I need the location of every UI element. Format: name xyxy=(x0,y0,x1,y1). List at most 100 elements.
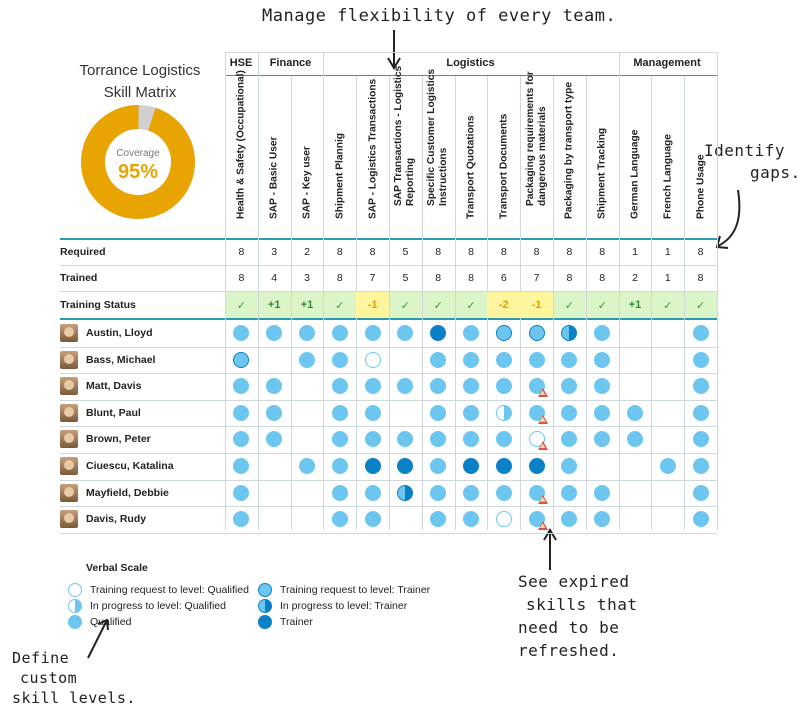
qualified-icon[interactable] xyxy=(266,431,283,448)
qualified-icon[interactable] xyxy=(594,325,611,341)
skill-header[interactable]: French Language xyxy=(651,80,684,230)
qualified-icon[interactable] xyxy=(594,484,611,501)
trainer-icon[interactable] xyxy=(397,458,414,474)
qualified-icon[interactable] xyxy=(430,458,447,474)
qualified-icon[interactable] xyxy=(463,404,479,421)
qualified-icon[interactable] xyxy=(397,325,414,341)
trainer-icon[interactable] xyxy=(463,458,479,474)
qualified-icon[interactable] xyxy=(331,511,348,528)
skill-header[interactable]: Health & Safety (Occupational) xyxy=(225,70,258,230)
person-row[interactable]: Davis, Rudy xyxy=(60,508,146,530)
qualified-icon[interactable] xyxy=(331,378,348,395)
skill-header[interactable]: Packaging requirements for dangerous mat… xyxy=(520,71,553,230)
qualified-icon[interactable] xyxy=(463,511,479,528)
qualified-icon[interactable] xyxy=(692,511,709,528)
qualified-icon[interactable] xyxy=(692,404,709,421)
qualified-icon[interactable] xyxy=(364,431,381,448)
qualified-icon[interactable] xyxy=(659,458,676,474)
skill-header[interactable]: SAP - Basic User xyxy=(258,80,291,230)
qualified-icon[interactable] xyxy=(430,378,447,395)
qualified-icon[interactable] xyxy=(430,431,447,448)
qualified-icon[interactable] xyxy=(233,325,250,341)
trainer-icon[interactable] xyxy=(364,458,381,474)
qualified-icon[interactable] xyxy=(594,511,611,528)
qualified-icon[interactable] xyxy=(430,351,447,368)
qualified-icon[interactable] xyxy=(528,351,545,368)
qualified-icon[interactable] xyxy=(233,484,250,501)
skill-header[interactable]: Packaging by transport type xyxy=(553,80,586,230)
qualified-icon[interactable] xyxy=(364,404,381,421)
qualified-icon[interactable] xyxy=(233,404,250,421)
skill-header[interactable]: Transport Documents xyxy=(487,80,520,230)
qualified-icon[interactable] xyxy=(692,484,709,501)
qualified-icon[interactable] xyxy=(397,431,414,448)
person-row[interactable]: Mayfield, Debbie xyxy=(60,482,169,504)
skill-header[interactable]: SAP - Logistics Transactions xyxy=(356,79,389,230)
progress-trainer-icon[interactable] xyxy=(397,484,414,501)
qualified-icon[interactable] xyxy=(561,404,578,421)
skill-header[interactable]: Phone Usage xyxy=(684,80,717,230)
qualified-icon[interactable] xyxy=(299,351,315,368)
skill-header[interactable]: SAP Transactions - Logistics Reporting xyxy=(389,66,422,230)
qualified-icon[interactable] xyxy=(594,378,611,395)
request-qualified-icon[interactable] xyxy=(364,351,381,368)
qualified-icon[interactable] xyxy=(463,431,479,448)
progress-qualified-icon[interactable] xyxy=(495,404,512,421)
skill-header[interactable]: Specific Customer Logistics Instructions xyxy=(422,69,455,230)
request-trainer-icon[interactable] xyxy=(233,351,250,368)
request-trainer-icon[interactable] xyxy=(495,325,512,341)
qualified-icon[interactable] xyxy=(331,484,348,501)
qualified-icon[interactable] xyxy=(627,404,643,421)
qualified-icon[interactable] xyxy=(233,431,250,448)
qualified-icon[interactable] xyxy=(299,458,315,474)
qualified-icon[interactable] xyxy=(331,325,348,341)
qualified-icon[interactable] xyxy=(561,458,578,474)
qualified-icon[interactable] xyxy=(627,431,643,448)
person-row[interactable]: Austin, Lloyd xyxy=(60,322,153,344)
progress-trainer-icon[interactable] xyxy=(561,325,578,341)
qualified-icon[interactable] xyxy=(331,458,348,474)
qualified-icon[interactable] xyxy=(561,378,578,395)
qualified-icon[interactable] xyxy=(495,351,512,368)
trainer-icon[interactable] xyxy=(528,458,545,474)
skill-header[interactable]: SAP - Key user xyxy=(291,80,324,230)
qualified-icon[interactable] xyxy=(299,325,315,341)
qualified-icon[interactable] xyxy=(331,351,348,368)
qualified-icon[interactable] xyxy=(594,351,611,368)
qualified-icon[interactable] xyxy=(561,431,578,448)
qualified-icon[interactable] xyxy=(364,325,381,341)
qualified-icon[interactable] xyxy=(430,511,447,528)
qualified-icon[interactable] xyxy=(463,325,479,341)
qualified-icon[interactable] xyxy=(463,378,479,395)
person-row[interactable]: Ciuescu, Katalina xyxy=(60,455,174,477)
qualified-icon[interactable] xyxy=(561,351,578,368)
qualified-icon[interactable] xyxy=(561,511,578,528)
qualified-icon[interactable] xyxy=(495,431,512,448)
skill-header[interactable]: Transport Quotations xyxy=(455,80,488,230)
person-row[interactable]: Matt, Davis xyxy=(60,375,141,397)
qualified-icon[interactable] xyxy=(495,484,512,501)
qualified-icon[interactable] xyxy=(233,511,250,528)
qualified-icon[interactable] xyxy=(233,378,250,395)
qualified-icon[interactable] xyxy=(430,404,447,421)
qualified-icon[interactable] xyxy=(463,484,479,501)
qualified-icon[interactable] xyxy=(364,378,381,395)
qualified-icon[interactable] xyxy=(430,484,447,501)
qualified-icon[interactable] xyxy=(397,378,414,395)
trainer-icon[interactable] xyxy=(430,325,447,341)
qualified-icon[interactable] xyxy=(692,431,709,448)
qualified-icon[interactable] xyxy=(692,458,709,474)
person-row[interactable]: Brown, Peter xyxy=(60,428,151,450)
qualified-icon[interactable] xyxy=(266,378,283,395)
person-row[interactable]: Blunt, Paul xyxy=(60,402,141,424)
qualified-icon[interactable] xyxy=(692,351,709,368)
qualified-icon[interactable] xyxy=(692,378,709,395)
qualified-icon[interactable] xyxy=(364,484,381,501)
qualified-icon[interactable] xyxy=(692,325,709,341)
person-row[interactable]: Bass, Michael xyxy=(60,349,155,371)
trainer-icon[interactable] xyxy=(495,458,512,474)
skill-header[interactable]: Shipment Tracking xyxy=(586,80,619,230)
skill-header[interactable]: German Language xyxy=(619,80,652,230)
qualified-icon[interactable] xyxy=(331,404,348,421)
qualified-icon[interactable] xyxy=(266,404,283,421)
